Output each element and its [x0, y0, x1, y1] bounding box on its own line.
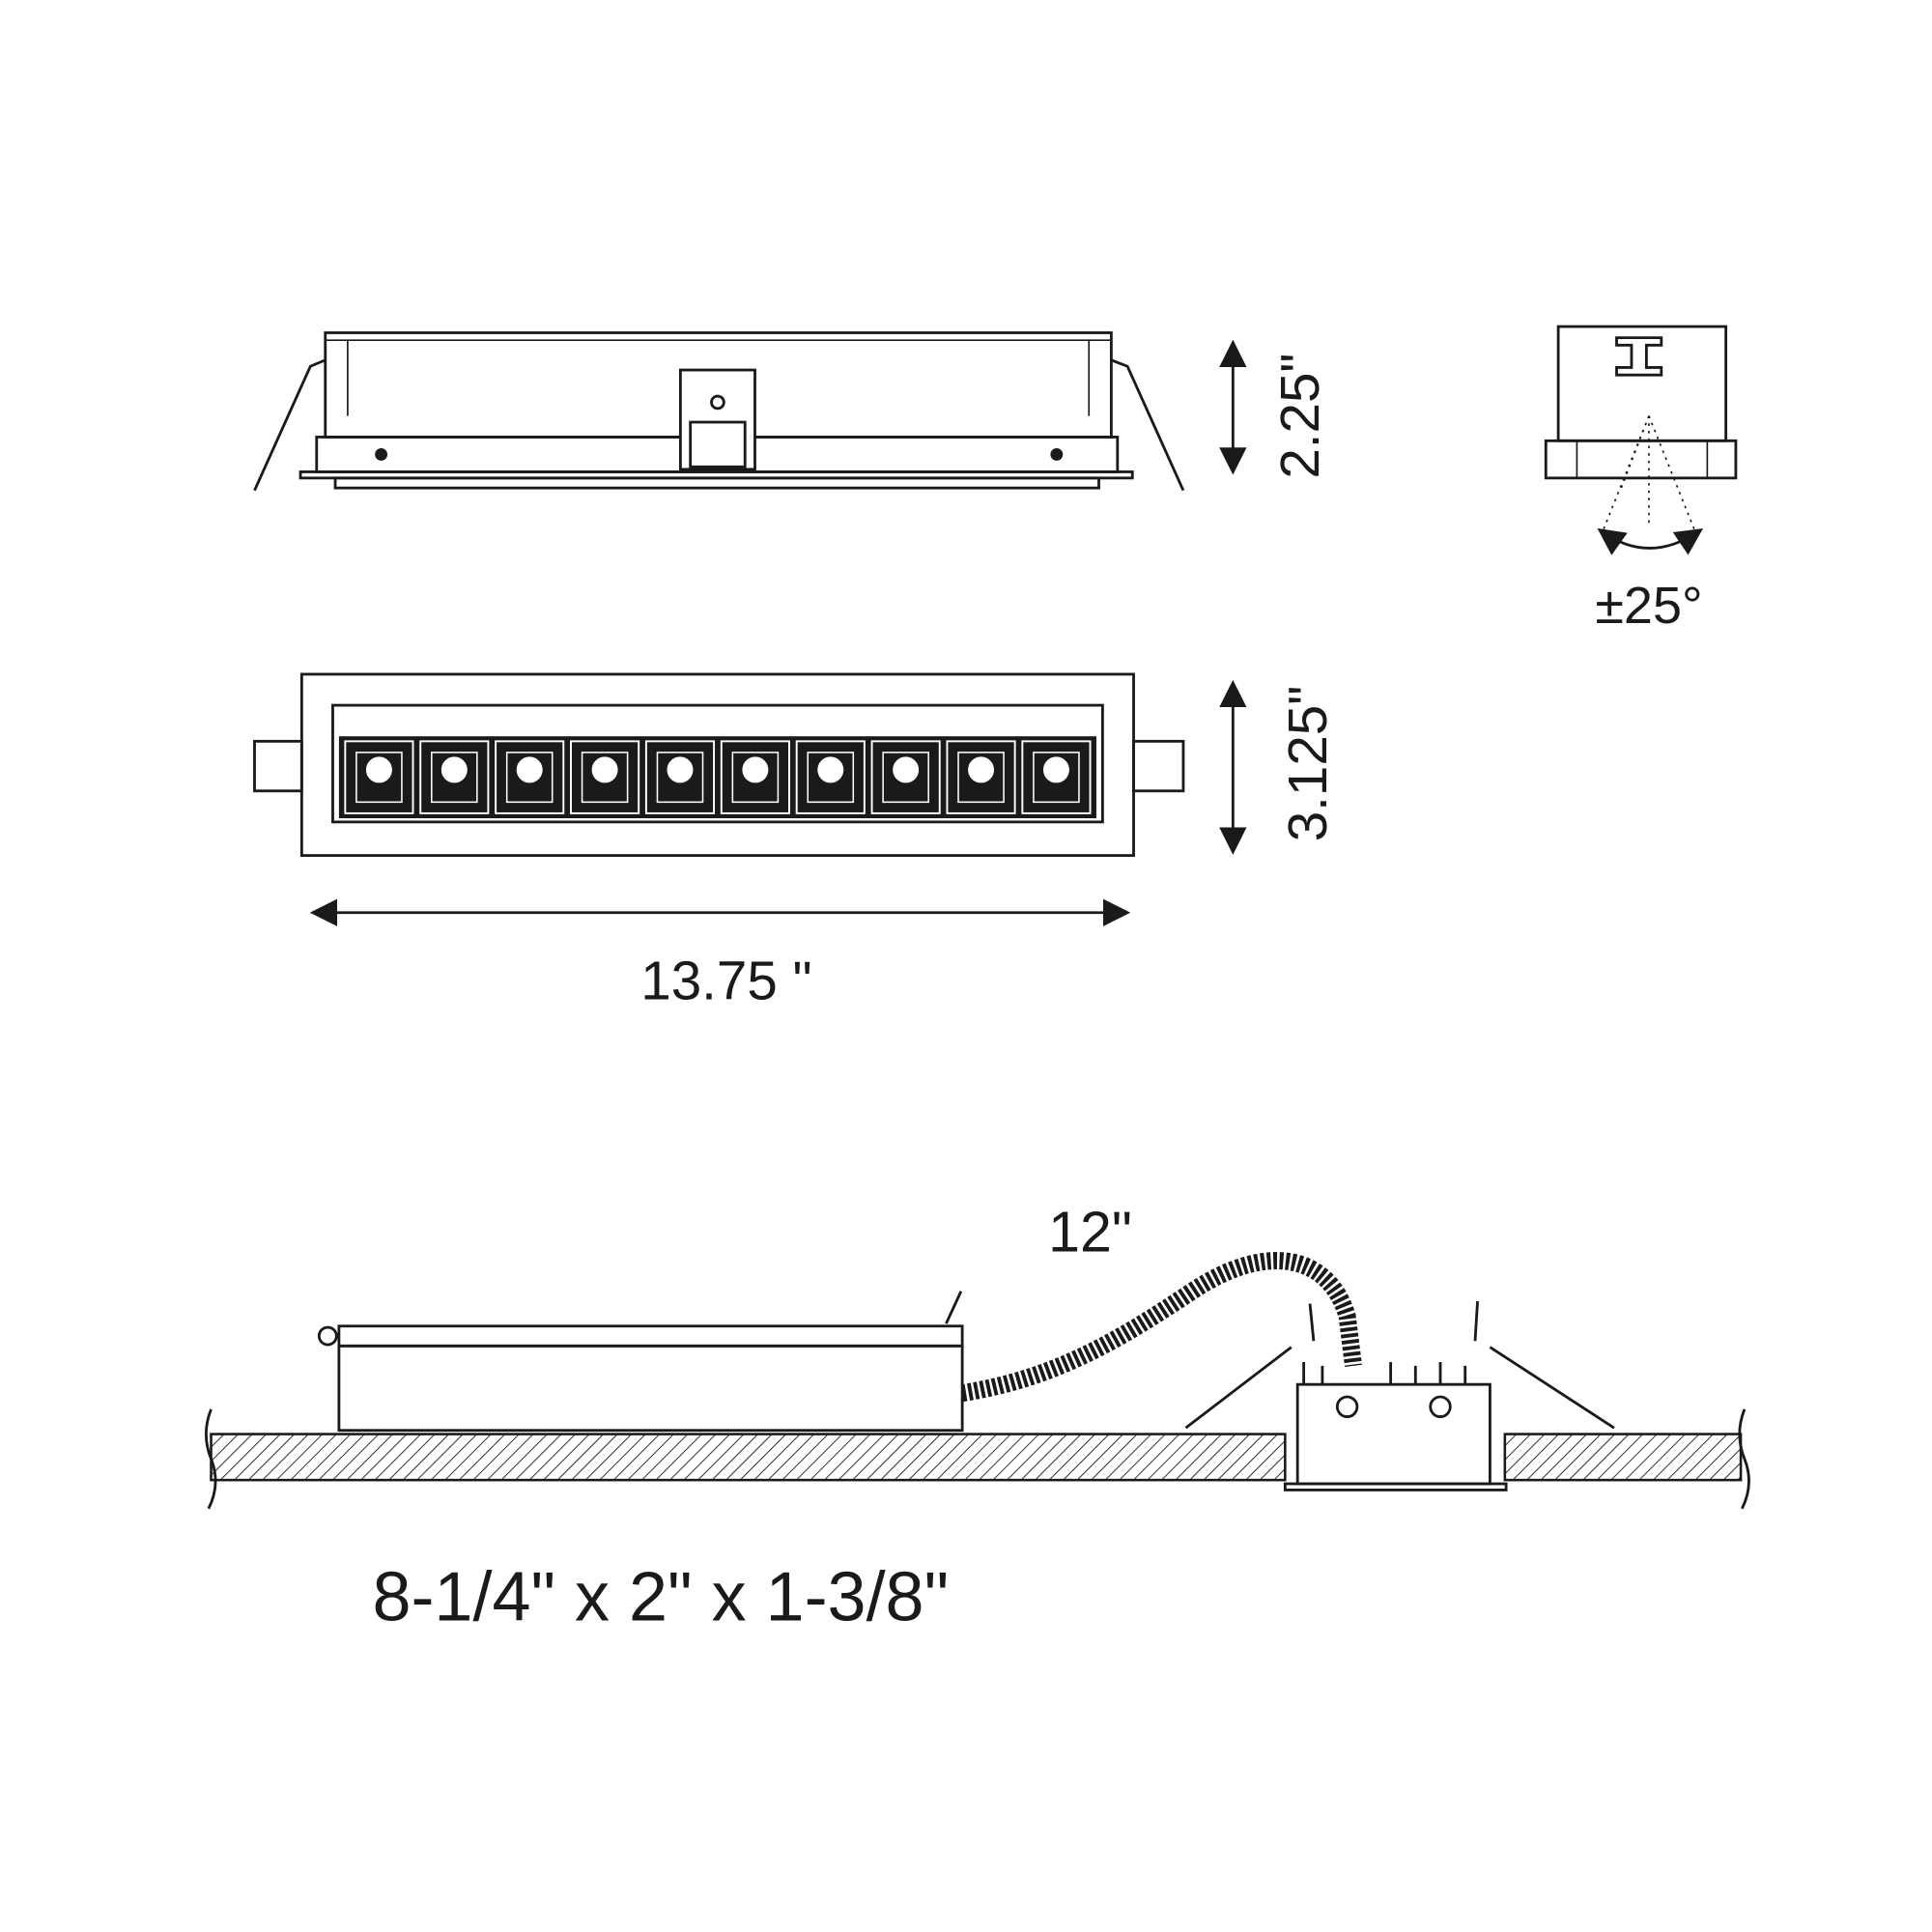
screw-icon [1050, 448, 1064, 461]
led-reflector [431, 752, 478, 804]
led-lens-icon [666, 755, 695, 784]
led-lens-icon [815, 755, 845, 784]
led-lens-icon [741, 755, 770, 784]
led-reflector [882, 752, 929, 804]
led-reflector [505, 752, 554, 804]
led-lens-icon [440, 755, 469, 784]
height-label: 2.25" [1269, 354, 1330, 479]
screw-icon [375, 448, 388, 461]
led-reflector [1033, 752, 1080, 804]
led-lens-icon [891, 755, 921, 784]
led-lens-icon [515, 755, 544, 784]
remote-driver-box [317, 1291, 964, 1433]
tilt-label: ±25° [1595, 577, 1702, 635]
flex-conduit [960, 1252, 1362, 1403]
led-lens-icon [590, 755, 619, 784]
led-reflector [656, 752, 704, 804]
side-view-tilt: ±25° [1544, 325, 1738, 635]
installation-view: 12" 8-1/4" x 2" x 1-3/8" [204, 1200, 1750, 1635]
depth-dimension: 3.125" [1219, 679, 1338, 855]
length-dimension: 13.75 " [309, 898, 1131, 1011]
recessed-housing [1184, 1300, 1615, 1492]
whip-length-label: 12" [1048, 1200, 1132, 1264]
led-lens-icon [364, 755, 394, 784]
led-reflector [807, 752, 855, 804]
plan-view [253, 672, 1185, 858]
driver-box-dimensions-label: 8-1/4" x 2" x 1-3/8" [372, 1558, 949, 1635]
led-lens-icon [1041, 755, 1071, 784]
led-reflector [731, 752, 780, 804]
led-reflector [957, 752, 1005, 804]
led-reflector [355, 752, 403, 804]
led-reflector [581, 752, 629, 804]
front-elevation-view [253, 331, 1185, 492]
length-label: 13.75 " [640, 951, 811, 1011]
height-dimension: 2.25" [1219, 339, 1330, 479]
led-lens-icon [966, 755, 996, 784]
depth-label: 3.125" [1277, 686, 1338, 842]
mounting-bracket [678, 368, 756, 471]
